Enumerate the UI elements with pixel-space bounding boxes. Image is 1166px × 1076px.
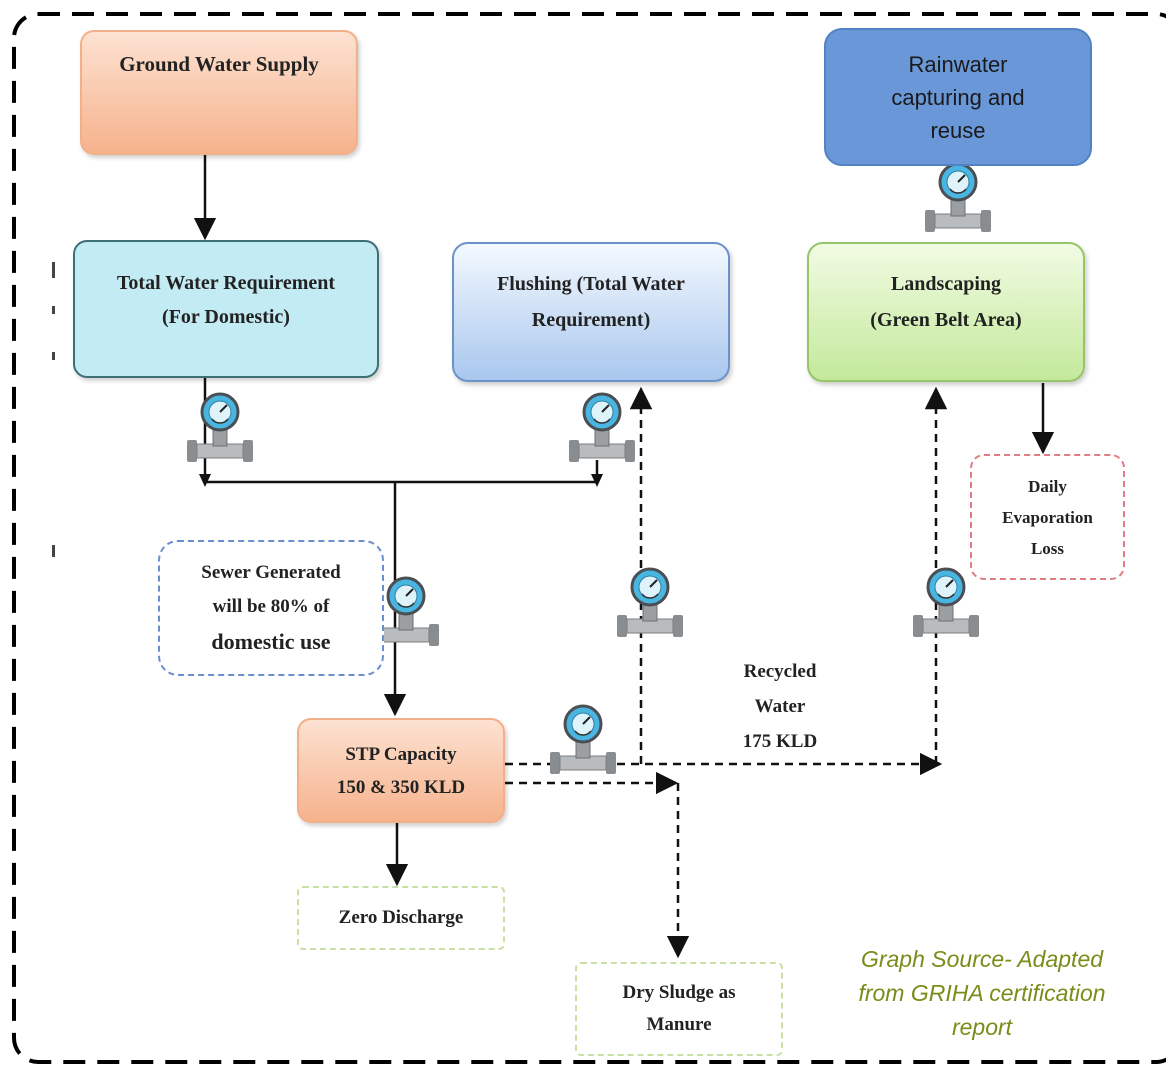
sewer-generated-note: Sewer Generated will be 80% of domestic …: [158, 540, 384, 676]
node-title: Ground Water Supply: [119, 52, 319, 76]
left-edge-artifact: [52, 262, 55, 278]
node-line: Total Water Requirement: [116, 272, 336, 294]
evaporation-loss-node: Daily Evaporation Loss: [970, 454, 1125, 580]
node-line: Flushing (Total Water: [497, 273, 685, 295]
dashed-frame: [12, 12, 1166, 1064]
node-line: Dry Sludge as: [622, 982, 736, 1003]
left-edge-artifact: [52, 352, 55, 360]
flow-meter-icon: [185, 392, 255, 464]
source-line: Graph Source- Adapted: [860, 946, 1104, 972]
landscaping-node: Landscaping (Green Belt Area): [807, 242, 1085, 382]
node-line: Manure: [646, 1014, 712, 1035]
node-line: reuse: [930, 117, 986, 143]
node-line: capturing and: [891, 84, 1025, 110]
node-line: Requirement): [531, 309, 651, 331]
recycled-water-label: Recycled Water 175 KLD: [720, 654, 840, 759]
left-edge-artifact: [52, 306, 55, 314]
node-line: will be 80% of: [212, 596, 330, 617]
source-line: from GRIHA certification: [858, 980, 1106, 1006]
stp-capacity-node: STP Capacity 150 & 350 KLD: [297, 718, 505, 823]
flushing-node: Flushing (Total Water Requirement): [452, 242, 730, 382]
node-line: Landscaping: [890, 273, 1002, 295]
node-line: Sewer Generated: [201, 562, 341, 583]
node-line: Daily: [1028, 476, 1067, 496]
node-line: domestic use: [211, 629, 331, 654]
node-line: Loss: [1030, 538, 1065, 558]
flow-meter-icon: [911, 567, 981, 639]
domestic-branch-arrows: [199, 474, 603, 487]
label-line: Recycled: [743, 661, 817, 682]
flow-meter-icon: [615, 567, 685, 639]
node-line: STP Capacity: [345, 743, 457, 765]
flow-meter-icon: [548, 704, 618, 776]
graph-source-note: Graph Source- Adapted from GRIHA certifi…: [812, 942, 1152, 1044]
flow-meter-icon: [923, 162, 993, 234]
node-title: Zero Discharge: [338, 907, 464, 928]
node-line: Evaporation: [1002, 507, 1093, 527]
ground-water-supply-node: Ground Water Supply: [80, 30, 358, 155]
label-line: Water: [754, 696, 806, 717]
node-line: 150 & 350 KLD: [336, 776, 466, 798]
flow-meter-icon: [567, 392, 637, 464]
node-line: Rainwater: [908, 51, 1008, 77]
rainwater-node: Rainwater capturing and reuse: [824, 28, 1092, 166]
total-water-requirement-node: Total Water Requirement (For Domestic): [73, 240, 379, 378]
node-line: (Green Belt Area): [870, 309, 1022, 331]
source-line: report: [951, 1014, 1013, 1040]
left-edge-artifact: [52, 545, 55, 557]
label-line: 175 KLD: [742, 731, 818, 752]
zero-discharge-node: Zero Discharge: [297, 886, 505, 950]
dry-sludge-node: Dry Sludge as Manure: [575, 962, 783, 1056]
node-line: (For Domestic): [162, 306, 290, 328]
